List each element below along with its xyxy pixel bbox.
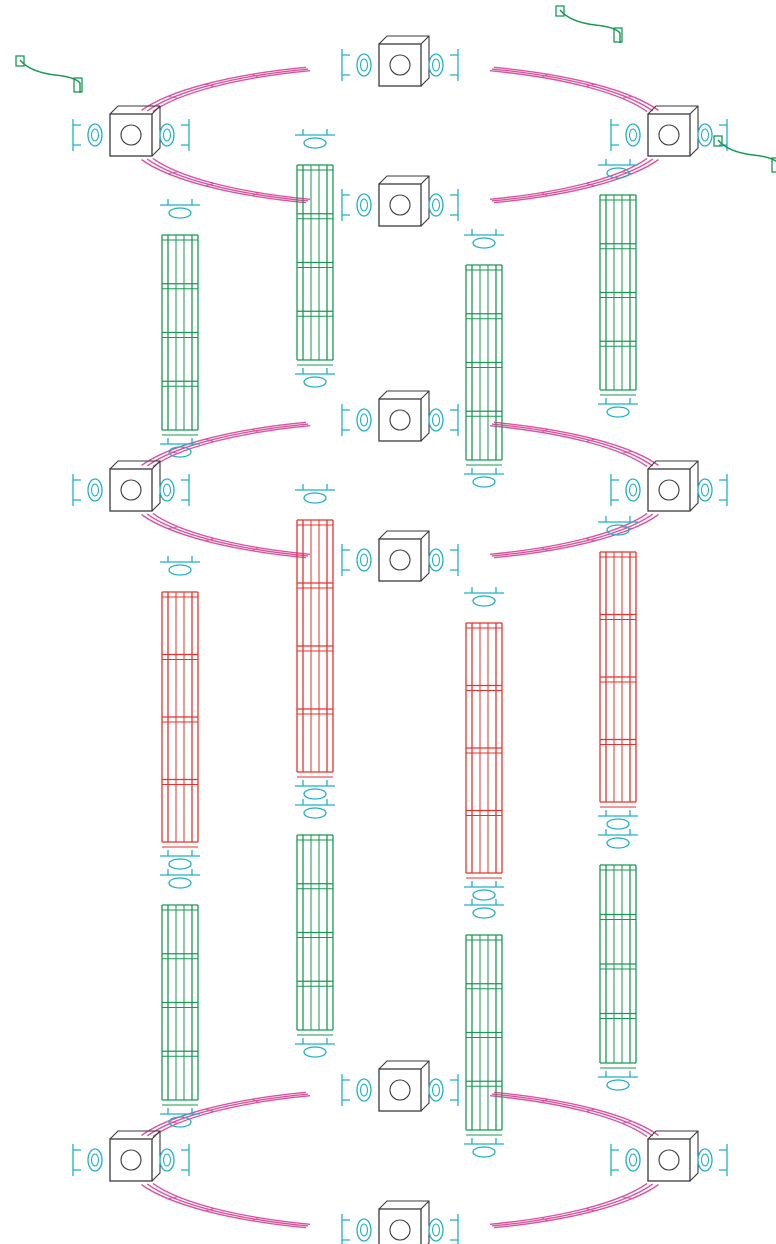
spigot-connector: [341, 544, 372, 576]
truss-column-upper-2: [295, 129, 335, 388]
ring-bottom-segment-4: [141, 1182, 311, 1229]
ring-bottom-segment-3: [489, 1182, 659, 1229]
spigot-connector: [72, 119, 103, 151]
truss-column-lower-4: [598, 829, 638, 1091]
ring-top-segment-4: [141, 157, 311, 204]
corner-cube: [109, 105, 161, 157]
spigot-connector: [159, 119, 190, 151]
spigot-connector: [160, 438, 200, 458]
corner-cube: [378, 35, 430, 87]
spigot-connector: [598, 810, 638, 830]
spigot-connector: [598, 829, 638, 849]
spigot-connector: [295, 1038, 335, 1058]
spigot-connector: [428, 49, 459, 81]
corner-cube: [109, 460, 161, 512]
ring-middle-segment-1: [141, 421, 311, 468]
spigot-connector: [464, 468, 504, 488]
spigot-connector: [295, 780, 335, 800]
spigot-connector: [610, 119, 641, 151]
spigot-connector: [428, 1214, 459, 1244]
hanging-clamp: [15, 55, 83, 93]
ring-top-segment-2: [489, 66, 659, 113]
corner-cube: [647, 1130, 699, 1182]
truss-column-upper-1: [160, 199, 200, 458]
truss-column-lower-3: [464, 899, 504, 1158]
hanging-clamp: [555, 5, 623, 43]
spigot-connector: [428, 189, 459, 221]
spigot-connector: [610, 1144, 641, 1176]
spigot-connector: [295, 368, 335, 388]
spigot-connector: [341, 1074, 372, 1106]
spigot-connector: [160, 850, 200, 870]
corner-cube: [647, 460, 699, 512]
ring-bottom: [72, 1060, 728, 1244]
spigot-connector: [428, 404, 459, 436]
ring-middle-segment-3: [489, 512, 659, 559]
corner-cube: [378, 175, 430, 227]
spigot-connector: [160, 556, 200, 576]
spigot-connector: [464, 899, 504, 919]
spigot-connector: [160, 1108, 200, 1128]
spigot-connector: [697, 474, 728, 506]
spigot-connector: [464, 229, 504, 249]
truss-column-middle-2: [295, 484, 335, 800]
truss-column-lower-2: [295, 799, 335, 1058]
spigot-connector: [160, 199, 200, 219]
spigot-connector: [72, 474, 103, 506]
spigot-connector: [295, 484, 335, 504]
hanging-clamp: [713, 135, 776, 173]
spigot-connector: [697, 119, 728, 151]
corner-cube: [647, 105, 699, 157]
ring-bottom-segment-2: [489, 1091, 659, 1138]
truss-column-upper-4: [598, 159, 638, 418]
corner-cube: [378, 1200, 430, 1244]
spigot-connector: [428, 544, 459, 576]
truss-column-upper-3: [464, 229, 504, 488]
spigot-connector: [295, 129, 335, 149]
corner-cube: [378, 530, 430, 582]
spigot-connector: [341, 1214, 372, 1244]
spigot-connector: [598, 159, 638, 179]
ring-bottom-segment-1: [141, 1091, 311, 1138]
truss-column-middle-1: [160, 556, 200, 870]
spigot-connector: [464, 881, 504, 901]
ring-top-segment-1: [141, 66, 311, 113]
corner-cube: [378, 1060, 430, 1112]
spigot-connector: [598, 516, 638, 536]
spigot-connector: [697, 1144, 728, 1176]
truss-column-middle-3: [464, 587, 504, 901]
spigot-connector: [610, 474, 641, 506]
spigot-connector: [341, 404, 372, 436]
spigot-connector: [341, 189, 372, 221]
truss-column-middle-4: [598, 516, 638, 830]
spigot-connector: [464, 587, 504, 607]
corner-cube: [378, 390, 430, 442]
spigot-connector: [159, 474, 190, 506]
spigot-connector: [159, 1144, 190, 1176]
spigot-connector: [72, 1144, 103, 1176]
spigot-connector: [341, 49, 372, 81]
ring-middle-segment-2: [489, 421, 659, 468]
spigot-connector: [598, 398, 638, 418]
ring-middle: [72, 390, 728, 582]
corner-cube: [109, 1130, 161, 1182]
spigot-connector: [598, 1071, 638, 1091]
ring-top: [72, 35, 728, 227]
spigot-connector: [295, 799, 335, 819]
spigot-connector: [160, 869, 200, 889]
spigot-connector: [428, 1074, 459, 1106]
spigot-connector: [464, 1138, 504, 1158]
truss-column-lower-1: [160, 869, 200, 1128]
ring-middle-segment-4: [141, 512, 311, 559]
